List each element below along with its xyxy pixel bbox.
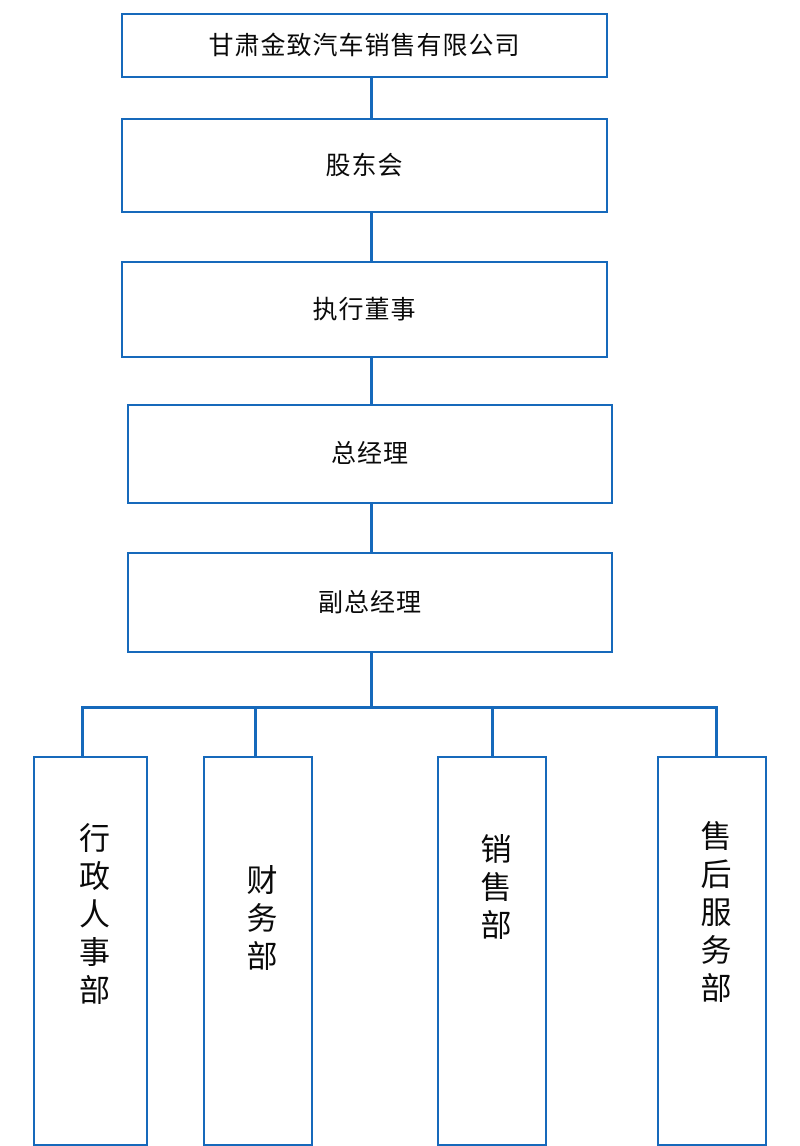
node-department-sales[interactable]: 销售部 bbox=[437, 756, 547, 1146]
node-department-sales-label: 销售部 bbox=[474, 833, 511, 947]
node-department-finance-label: 财务部 bbox=[240, 864, 277, 978]
node-shareholders[interactable]: 股东会 bbox=[121, 118, 608, 213]
node-department-admin-hr[interactable]: 行政人事部 bbox=[33, 756, 148, 1146]
node-department-after-sales-label: 售后服务部 bbox=[694, 820, 731, 1010]
node-department-admin-hr-label: 行政人事部 bbox=[73, 822, 109, 1012]
connector-gm-to-deputy-gm bbox=[370, 504, 373, 552]
connector-drop-finance bbox=[254, 706, 257, 757]
node-shareholders-label: 股东会 bbox=[325, 150, 404, 180]
connector-department-bus bbox=[81, 706, 718, 709]
connector-company-to-shareholders bbox=[370, 78, 373, 118]
node-gm[interactable]: 总经理 bbox=[127, 404, 613, 504]
node-deputy-gm-label: 副总经理 bbox=[317, 587, 422, 617]
connector-drop-admin-hr bbox=[81, 706, 84, 757]
connector-shareholders-to-exec-director bbox=[370, 213, 373, 261]
connector-deputy-gm-trunk bbox=[370, 653, 373, 709]
connector-exec-director-to-gm bbox=[370, 358, 373, 404]
node-deputy-gm[interactable]: 副总经理 bbox=[127, 552, 613, 653]
node-exec-director[interactable]: 执行董事 bbox=[121, 261, 608, 358]
node-company-label: 甘肃金致汽车销售有限公司 bbox=[208, 30, 521, 60]
node-company[interactable]: 甘肃金致汽车销售有限公司 bbox=[121, 13, 608, 78]
node-gm-label: 总经理 bbox=[330, 439, 409, 469]
connector-drop-sales bbox=[491, 706, 494, 757]
node-exec-director-label: 执行董事 bbox=[312, 294, 417, 324]
node-department-after-sales[interactable]: 售后服务部 bbox=[657, 756, 767, 1146]
node-department-finance[interactable]: 财务部 bbox=[203, 756, 313, 1146]
connector-drop-after-sales bbox=[715, 706, 718, 757]
